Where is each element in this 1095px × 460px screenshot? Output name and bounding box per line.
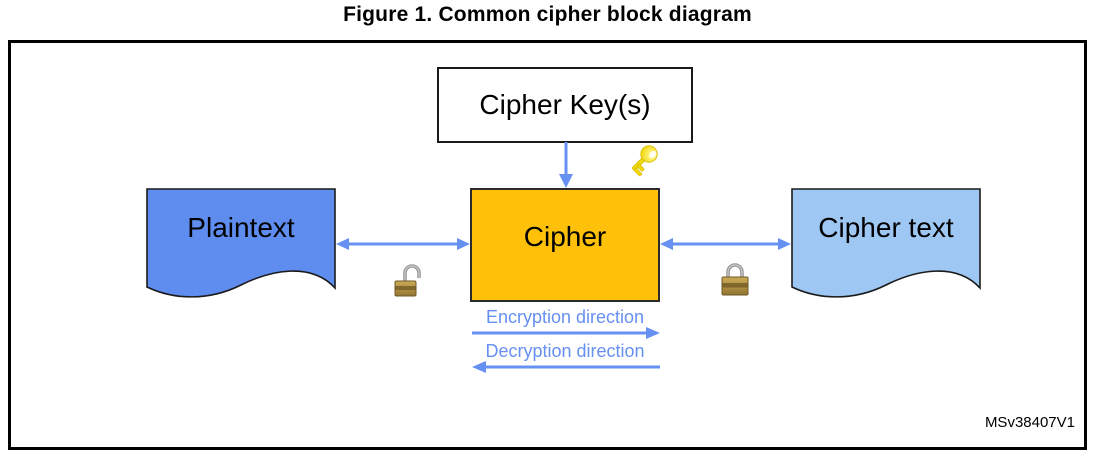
figure-title: Figure 1. Common cipher block diagram [343,3,752,26]
key-icon [622,143,662,183]
decryption-direction-label: Decryption direction [485,341,645,361]
diagram-frame: Cipher Key(s) [8,40,1087,450]
open-padlock-icon [392,259,430,299]
cipher-key-node: Cipher Key(s) [437,67,693,143]
cipher-ciphertext-arrow [660,238,791,250]
decryption-direction-arrow [472,361,660,373]
key-to-cipher-arrow [559,142,573,188]
figure-id-watermark: MSv38407V1 [984,414,1075,431]
cipher-label: Cipher [523,221,607,252]
encryption-direction-arrow [472,327,660,339]
plaintext-cipher-arrow [336,238,470,250]
encryption-direction-label: Encryption direction [485,307,645,327]
ciphertext-node: Cipher text [791,188,981,304]
plaintext-node: Plaintext [146,188,336,304]
cipher-key-label: Cipher Key(s) [479,89,651,120]
ciphertext-label: Cipher text [818,212,954,243]
cipher-node: Cipher [470,188,660,302]
closed-padlock-icon [716,258,754,298]
plaintext-label: Plaintext [187,212,295,243]
ciphertext-document-shape [791,188,981,298]
plaintext-document-shape [146,188,336,298]
